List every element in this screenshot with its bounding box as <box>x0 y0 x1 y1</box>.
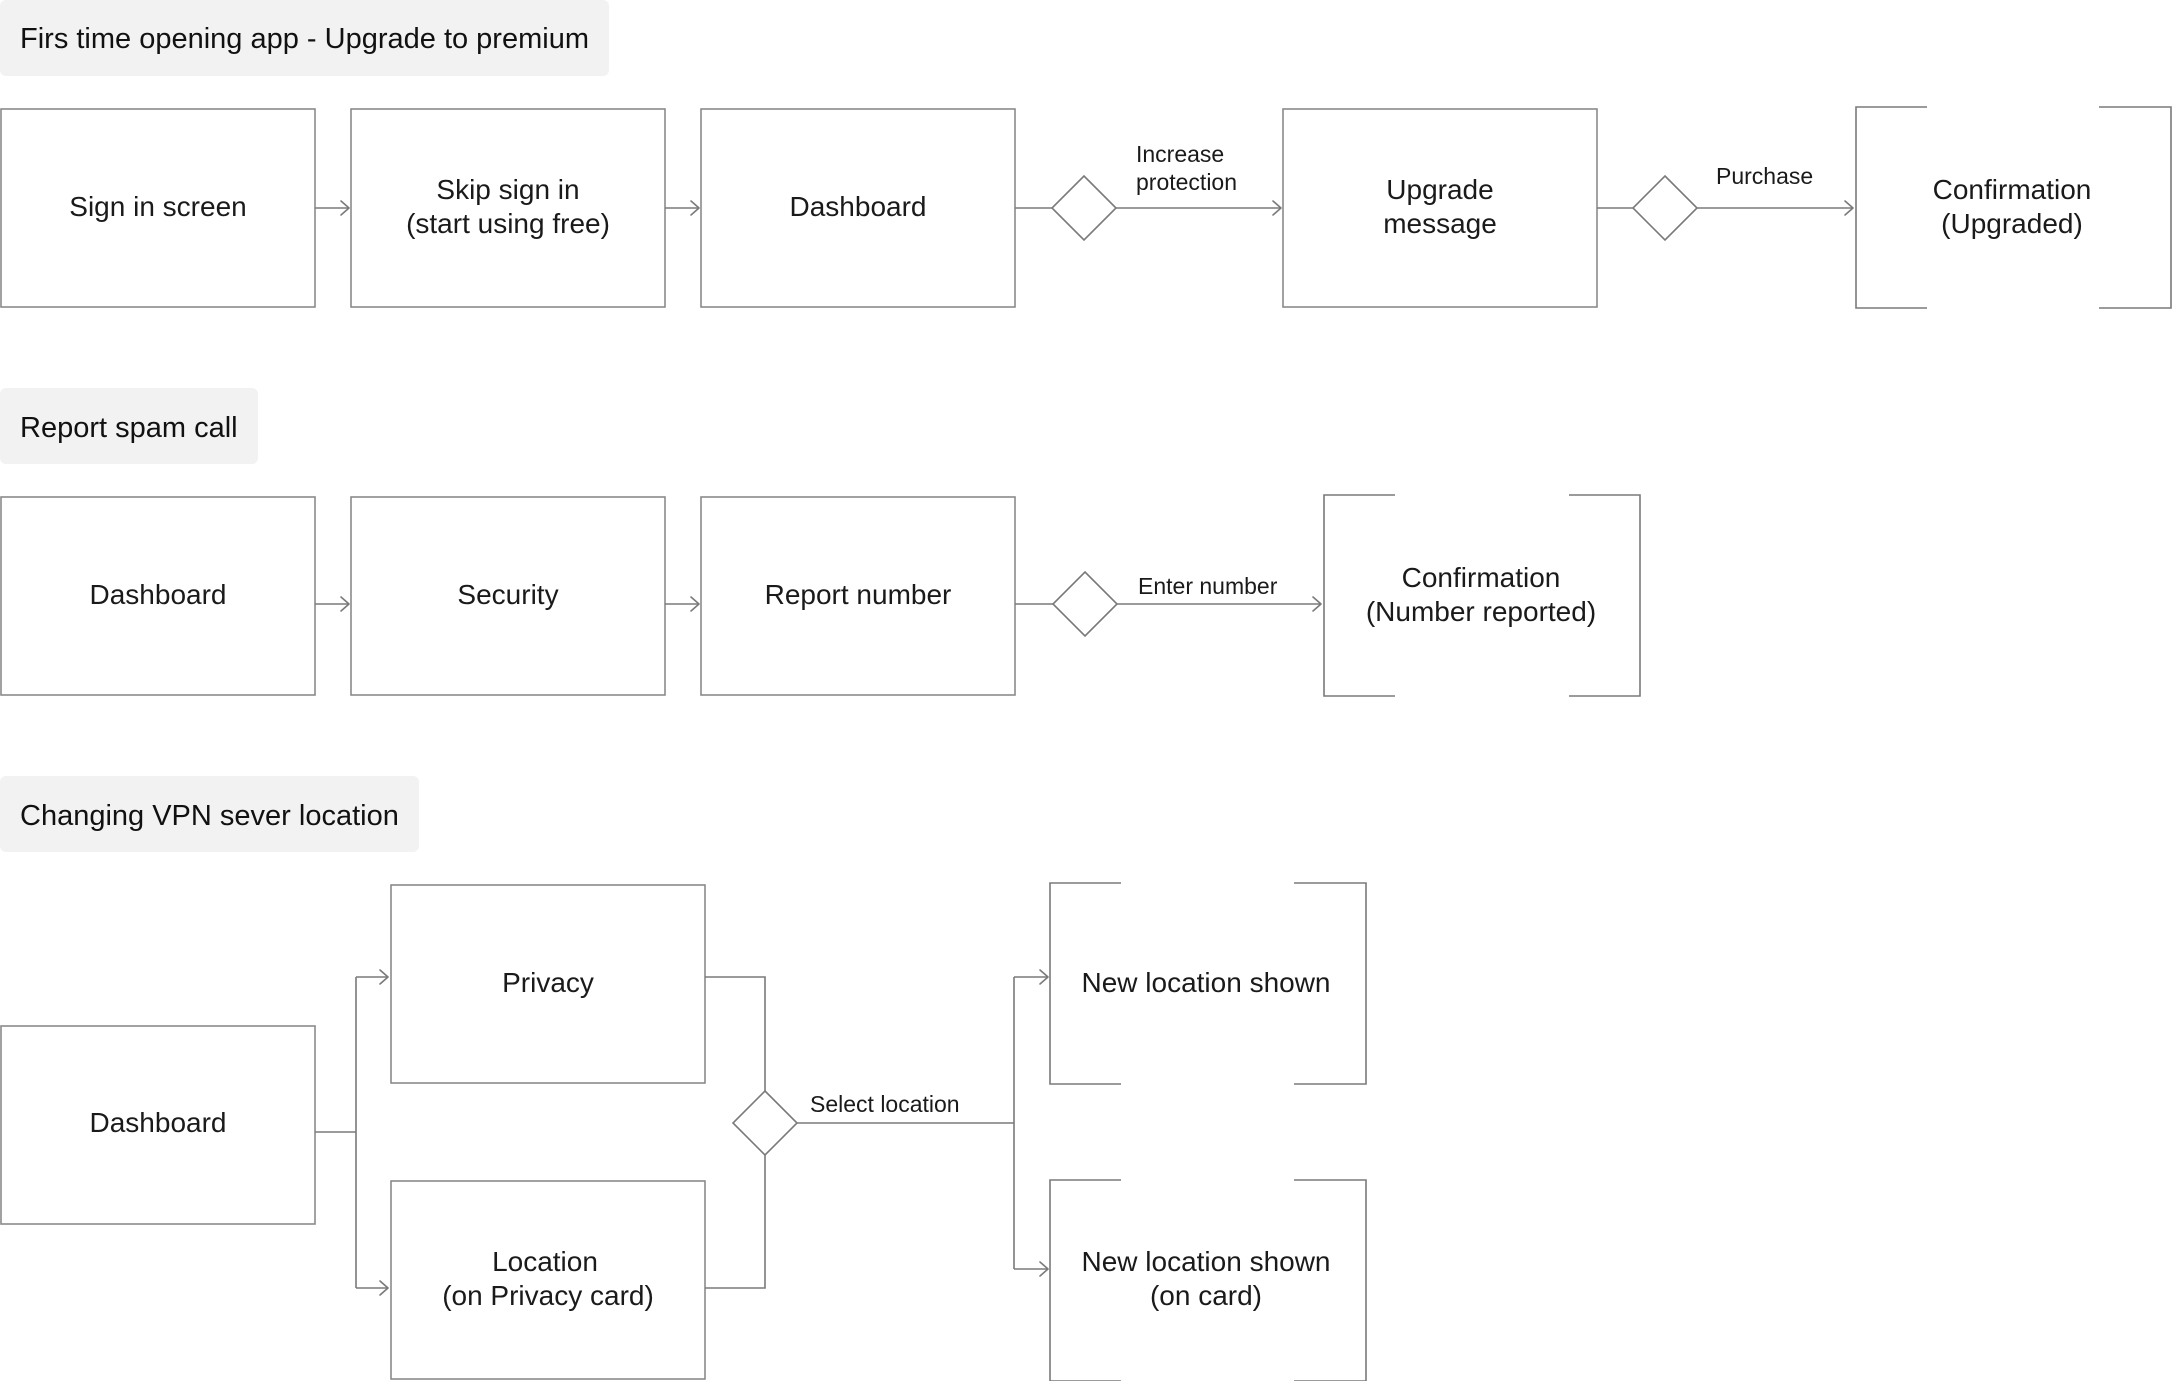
node-label: Dashboard <box>90 1107 227 1138</box>
node-label: Security <box>457 579 558 610</box>
node-label: message <box>1383 208 1497 239</box>
decision-diamond <box>1051 570 1119 638</box>
arrow-head <box>379 1280 389 1296</box>
arrow-head <box>1272 200 1282 216</box>
node-label: (start using free) <box>406 208 610 239</box>
edge-label: Purchase <box>1716 163 1813 189</box>
node-location-privacy-card <box>390 1180 706 1380</box>
section-title: Firs time opening app - Upgrade to premi… <box>20 23 589 55</box>
arrow-head <box>1039 969 1049 985</box>
node-label: Sign in screen <box>69 191 246 222</box>
arrow-head <box>690 200 700 216</box>
terminal-confirmation-number-reported <box>1323 494 1641 697</box>
section-title-badge <box>0 388 258 464</box>
node-label: Confirmation <box>1933 174 2092 205</box>
node-label: Dashboard <box>90 579 227 610</box>
edge-label: protection <box>1136 169 1237 195</box>
arrow-head <box>1844 200 1854 216</box>
node-label: (on card) <box>1150 1280 1262 1311</box>
node-label: (on Privacy card) <box>442 1280 654 1311</box>
node-dashboard <box>700 108 1016 308</box>
edge-label: Select location <box>810 1091 960 1117</box>
section-title-badge <box>0 776 419 852</box>
section-title-badge <box>0 0 609 76</box>
edge-label: Enter number <box>1138 573 1278 599</box>
terminal-new-location-shown-on-card <box>1049 1179 1367 1381</box>
node-label: New location shown <box>1081 967 1330 998</box>
node-dashboard <box>0 496 316 696</box>
node-label: New location shown <box>1081 1246 1330 1277</box>
section-title: Report spam call <box>20 412 238 444</box>
arrow-head <box>340 200 350 216</box>
node-label: Location <box>492 1246 598 1277</box>
terminal-confirmation-upgraded <box>1855 106 2172 309</box>
flow-section-change-vpn-location: Changing VPN sever location Dashboard Pr… <box>0 776 1367 1381</box>
node-report-number <box>700 496 1016 696</box>
node-label: Skip sign in <box>436 174 579 205</box>
arrow-head <box>340 596 350 612</box>
node-label: Upgrade <box>1386 174 1493 205</box>
flow-section-upgrade-to-premium: Firs time opening app - Upgrade to premi… <box>0 0 2172 309</box>
section-title: Changing VPN sever location <box>20 800 399 832</box>
node-skip-sign-in <box>350 108 666 308</box>
node-dashboard <box>0 1025 316 1225</box>
flow-section-report-spam-call: Report spam call Dashboard Security Repo… <box>0 388 1641 697</box>
node-security <box>350 496 666 696</box>
node-upgrade-message <box>1282 108 1598 308</box>
node-privacy <box>390 884 706 1084</box>
edge-label: Increase <box>1136 141 1224 167</box>
node-label: Report number <box>765 579 952 610</box>
node-label: Dashboard <box>790 191 927 222</box>
arrow-head <box>379 969 389 985</box>
decision-diamond <box>1631 174 1699 242</box>
arrow-head <box>1039 1261 1049 1277</box>
arrow-head <box>1312 596 1322 612</box>
arrow-head <box>690 596 700 612</box>
node-label: Confirmation <box>1402 562 1561 593</box>
node-label: (Number reported) <box>1366 596 1596 627</box>
decision-diamond <box>731 1089 799 1157</box>
decision-diamond <box>1050 174 1118 242</box>
node-label: (Upgraded) <box>1941 208 2083 239</box>
terminal-new-location-shown <box>1049 882 1367 1085</box>
node-label: Privacy <box>502 967 594 998</box>
